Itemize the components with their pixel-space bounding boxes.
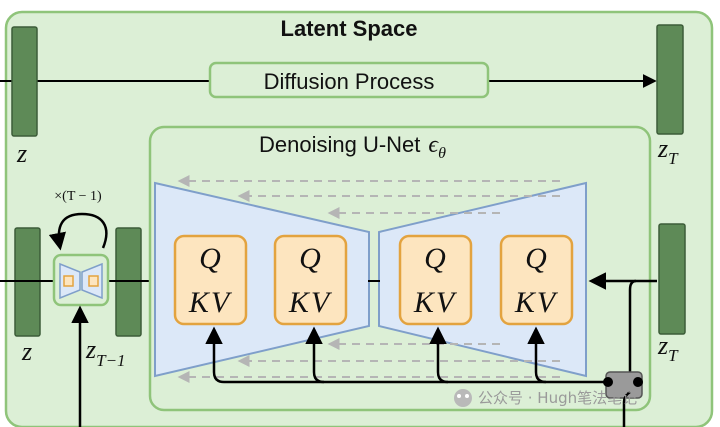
latent-space-title: Latent Space	[281, 16, 418, 41]
label-z-mid: z	[21, 337, 32, 366]
diffusion-process-box	[208, 61, 490, 99]
block-2-q: Q	[299, 242, 321, 275]
block-4-kv: KV	[514, 286, 559, 319]
block-3-kv: KV	[413, 286, 458, 319]
watermark: 公众号 · Hugh笔法笔记	[454, 389, 637, 407]
mini-block-right	[88, 275, 99, 287]
attention-block-2: Q KV	[273, 234, 348, 326]
condition-arrow-1	[205, 326, 608, 384]
mini-block-left	[63, 275, 74, 287]
loop-label: ×(T − 1)	[54, 189, 102, 204]
latent-bar-zT-top	[656, 24, 684, 135]
latent-bar-z-top	[11, 26, 38, 137]
block-4-q: Q	[525, 242, 547, 275]
condition-arrow-2	[305, 326, 325, 384]
attention-block-4: Q KV	[499, 234, 574, 326]
condition-arrow-3	[429, 326, 449, 384]
latent-bar-zT-mid	[658, 223, 686, 335]
switch-node-right	[633, 377, 643, 387]
condition-arrow-4	[527, 326, 547, 384]
condition-input-line	[622, 390, 631, 427]
attention-block-1: Q KV	[173, 234, 248, 326]
block-3-q: Q	[424, 242, 446, 275]
watermark-text: 公众号 · Hugh笔法笔记	[478, 389, 637, 407]
block-1-q: Q	[199, 242, 221, 275]
input-branch	[628, 279, 637, 382]
label-zT1: zT−1	[85, 335, 126, 370]
label-z-top: z	[16, 139, 27, 168]
attention-block-3: Q KV	[398, 234, 473, 326]
loop-arrow	[48, 212, 108, 251]
block-1-kv: KV	[188, 286, 233, 319]
label-zT-top: zT	[657, 134, 679, 168]
diffusion-process-label: Diffusion Process	[264, 69, 435, 94]
label-zT-mid: zT	[657, 331, 679, 365]
block-2-kv: KV	[288, 286, 333, 319]
switch-node-left	[603, 377, 613, 387]
